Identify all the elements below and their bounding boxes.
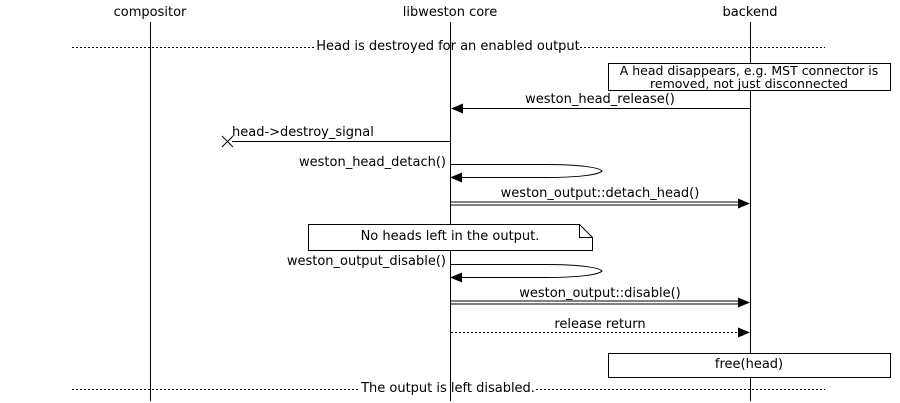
message-label-head-detach: weston_head_detach() xyxy=(299,155,446,170)
arrow-head-release-arrowhead xyxy=(451,103,463,114)
selfcall-output-disable-arrowhead xyxy=(450,272,462,283)
arrow-detach-head-arrowhead xyxy=(738,198,750,209)
message-label-output-disable-fn: weston_output_disable() xyxy=(286,254,446,269)
divider-top-label: Head is destroyed for an enabled output xyxy=(316,39,580,54)
message-label-destroy-signal: head->destroy_signal xyxy=(232,125,374,140)
box-free-head-text: free(head) xyxy=(714,357,784,372)
lost-message-x-mark-2 xyxy=(221,135,234,148)
message-label-head-release: weston_head_release() xyxy=(525,92,675,107)
message-label-output-disable: weston_output::disable() xyxy=(519,286,681,301)
message-label-release-return: release return xyxy=(554,317,646,332)
arrow-output-disable-arrowhead xyxy=(738,297,750,308)
note-head-disappears-line2: removed, not just disconnected xyxy=(650,76,848,91)
note-box-no-heads xyxy=(308,224,593,251)
note-no-heads-text: No heads left in the output. xyxy=(360,229,540,244)
participant-label-backend: backend xyxy=(722,5,778,20)
divider-bottom-label: The output is left disabled. xyxy=(361,381,535,396)
selfcall-head-detach-arrowhead xyxy=(450,172,462,183)
box-free-head xyxy=(608,353,891,378)
selfcall-output-disable-loop xyxy=(450,264,603,278)
participant-label-compositor: compositor xyxy=(113,5,187,20)
selfcall-head-detach-loop xyxy=(450,164,603,178)
note-head-disappears-line1: A head disappears, e.g. MST connector is xyxy=(619,63,879,78)
note-box-no-heads-fold xyxy=(579,224,593,238)
arrow-release-return-arrowhead xyxy=(738,327,750,338)
participant-label-libweston-core: libweston core xyxy=(402,5,498,20)
message-label-detach-head: weston_output::detach_head() xyxy=(500,186,700,201)
note-box-head-disappears xyxy=(608,63,891,91)
